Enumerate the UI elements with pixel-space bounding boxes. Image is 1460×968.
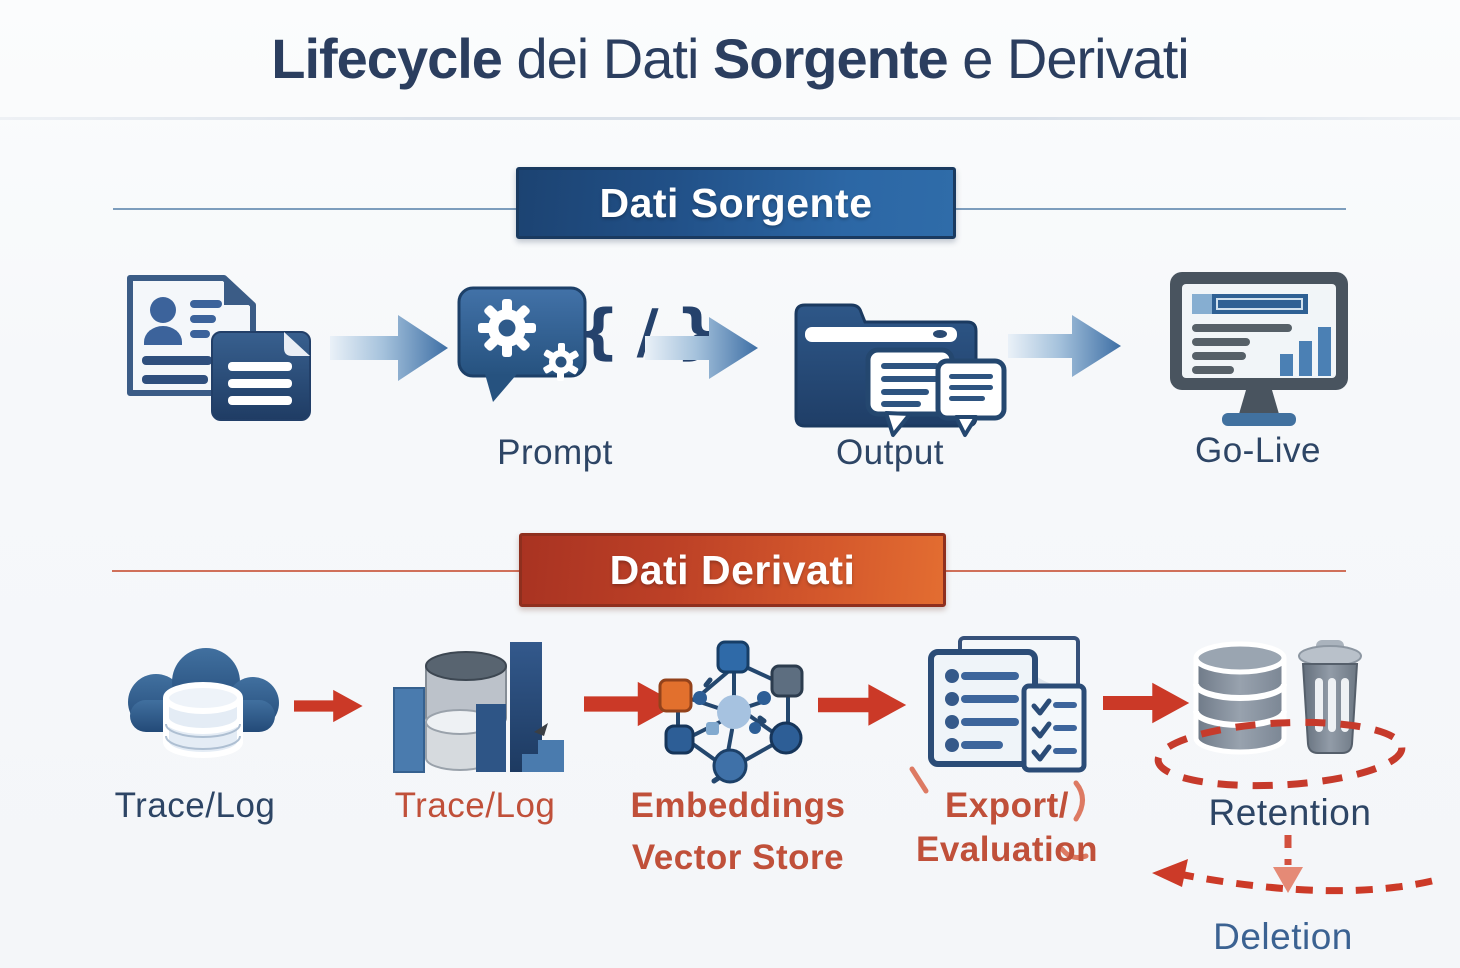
flow-arrow-red-icon: [294, 684, 364, 728]
derived-banner-label: Dati Derivati: [609, 546, 856, 593]
flow-arrow-blue-icon: [1008, 306, 1123, 386]
documents-icon: [116, 270, 321, 422]
tracelog-source-label: Trace/Log: [114, 786, 276, 825]
title-part-lifecycle: Lifecycle: [271, 27, 503, 90]
retention-dashed-ellipse: [1148, 712, 1413, 797]
chart-database-icon: [388, 638, 573, 780]
retention-label: Retention: [1208, 792, 1372, 833]
flow-arrow-red-icon: [1103, 680, 1191, 726]
cloud-database-icon: [108, 640, 293, 765]
evaluation-label: Evaluation: [916, 830, 1098, 869]
output-folder-chat-icon: [788, 284, 1010, 442]
golive-label: Go-Live: [1194, 431, 1322, 470]
export-checklist-icon: [928, 636, 1093, 776]
source-section-banner: Dati Sorgente: [516, 167, 956, 239]
derived-divider-left: [112, 570, 520, 572]
derived-divider-right: [946, 570, 1346, 572]
prompt-label: Prompt: [497, 433, 613, 472]
source-divider-left: [113, 208, 516, 210]
vector-store-label: Vector Store: [631, 838, 845, 877]
red-accent-marks: [900, 765, 1100, 865]
flow-arrow-red-icon: [583, 680, 681, 728]
title-part-dei-dati: dei Dati: [501, 27, 713, 90]
output-label: Output: [835, 433, 945, 472]
source-divider-right: [956, 208, 1346, 210]
page-title: Lifecycle dei Dati Sorgente e Derivati: [0, 26, 1460, 91]
title-divider-line: [0, 117, 1460, 120]
golive-monitor-icon: [1162, 270, 1357, 430]
flow-arrow-blue-icon: [330, 305, 450, 391]
source-banner-label: Dati Sorgente: [599, 179, 873, 226]
deletion-label: Deletion: [1213, 916, 1353, 957]
prompt-chat-gear-icon: [455, 284, 595, 410]
derived-section-banner: Dati Derivati: [519, 533, 946, 607]
export-label: Export/: [944, 786, 1070, 825]
title-part-derivati: e Derivati: [947, 27, 1190, 90]
flow-arrow-red-icon: [818, 682, 908, 728]
embeddings-label: Embeddings: [630, 786, 846, 825]
embeddings-network-icon: [658, 638, 808, 788]
deletion-arrows-icon: [1140, 833, 1440, 913]
flow-arrow-blue-icon: [645, 309, 760, 387]
title-part-sorgente: Sorgente: [712, 27, 949, 90]
tracelog-derived-label: Trace/Log: [394, 786, 556, 825]
